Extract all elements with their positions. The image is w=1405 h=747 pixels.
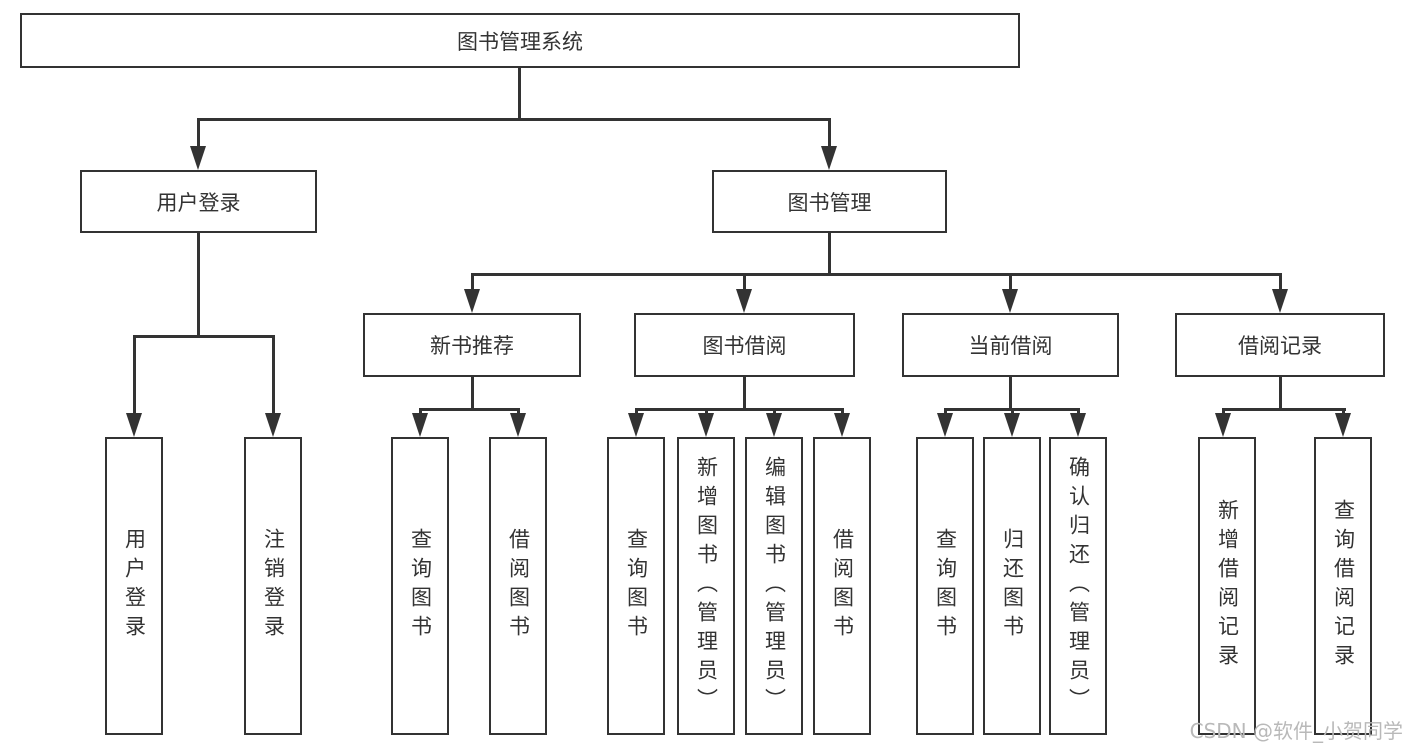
connector-user-login-vline: [197, 233, 200, 335]
leaf-add-borrow-record: 新增借阅记录: [1198, 437, 1256, 735]
arrow-down-icon: [510, 413, 526, 437]
leaf-current-query-books: 查询图书: [916, 437, 974, 735]
connector-current-borrow-vline: [1009, 377, 1012, 408]
connector-drop-borrow-record: [1279, 273, 1282, 293]
connector-drop: [1222, 408, 1225, 416]
node-root-label: 图书管理系统: [457, 29, 583, 54]
connector-drop: [635, 408, 638, 416]
node-borrowing-record: 借阅记录: [1175, 313, 1385, 377]
connector-drop-new-book: [471, 273, 474, 293]
node-user-login-label: 用户登录: [156, 190, 241, 215]
arrow-down-icon: [937, 413, 953, 437]
node-book-management: 图书管理: [712, 170, 947, 233]
arrow-down-icon: [1002, 289, 1018, 313]
connector-drop: [944, 408, 947, 416]
connector-drop-book-borrow: [743, 273, 746, 293]
node-user-login: 用户登录: [80, 170, 317, 233]
connector-drop: [419, 408, 422, 416]
node-root: 图书管理系统: [20, 13, 1020, 68]
leaf-confirm-return-admin-label: 确认归还（管理员）: [1066, 455, 1091, 717]
leaf-return-books-label: 归还图书: [1000, 528, 1025, 644]
arrow-down-icon: [698, 413, 714, 437]
node-book-borrowing: 图书借阅: [634, 313, 855, 377]
connector-user-login-hline: [133, 335, 275, 338]
leaf-add-books-admin: 新增图书（管理员）: [677, 437, 735, 735]
leaf-return-books: 归还图书: [983, 437, 1041, 735]
arrow-down-icon: [1070, 413, 1086, 437]
leaf-current-query-books-label: 查询图书: [933, 528, 958, 644]
leaf-recommend-borrow-books: 借阅图书: [489, 437, 547, 735]
node-new-book-recommend-label: 新书推荐: [430, 334, 514, 358]
leaf-recommend-borrow-books-label: 借阅图书: [506, 528, 531, 644]
leaf-query-borrow-record: 查询借阅记录: [1314, 437, 1372, 735]
leaf-edit-books-admin-label: 编辑图书（管理员）: [762, 455, 787, 717]
leaf-user-login-label: 用户登录: [122, 528, 147, 644]
node-current-borrowing: 当前借阅: [902, 313, 1119, 377]
leaf-query-borrow-record-label: 查询借阅记录: [1331, 499, 1356, 673]
leaf-recommend-query-books-label: 查询图书: [408, 528, 433, 644]
leaf-confirm-return-admin: 确认归还（管理员）: [1049, 437, 1107, 735]
connector-drop-book-mgmt: [828, 118, 831, 148]
arrow-down-icon: [1215, 413, 1231, 437]
connector-root-hline: [197, 118, 831, 121]
arrow-down-icon: [1335, 413, 1351, 437]
connector-drop-leaf-logout: [272, 335, 275, 415]
arrow-down-icon: [265, 413, 281, 437]
connector-drop: [1077, 408, 1080, 416]
arrow-down-icon: [190, 146, 206, 170]
connector-new-book-vline: [471, 377, 474, 408]
connector-drop: [773, 408, 776, 416]
connector-drop: [841, 408, 844, 416]
connector-drop-leaf-login: [133, 335, 136, 415]
node-new-book-recommend: 新书推荐: [363, 313, 581, 377]
leaf-borrowing-query-books-label: 查询图书: [624, 528, 649, 644]
arrow-down-icon: [766, 413, 782, 437]
node-current-borrowing-label: 当前借阅: [968, 334, 1053, 358]
arrow-down-icon: [412, 413, 428, 437]
connector-new-book-hline: [419, 408, 520, 411]
connector-book-mgmt-hline: [471, 273, 1282, 276]
leaf-add-books-admin-label: 新增图书（管理员）: [694, 455, 719, 717]
connector-borrow-record-vline: [1279, 377, 1282, 408]
connector-book-borrow-vline: [743, 377, 746, 408]
arrow-down-icon: [464, 289, 480, 313]
node-book-management-label: 图书管理: [787, 190, 872, 215]
arrow-down-icon: [736, 289, 752, 313]
leaf-logout: 注销登录: [244, 437, 302, 735]
leaf-borrowing-borrow-books-label: 借阅图书: [830, 528, 855, 644]
arrow-down-icon: [821, 146, 837, 170]
leaf-borrowing-query-books: 查询图书: [607, 437, 665, 735]
leaf-recommend-query-books: 查询图书: [391, 437, 449, 735]
connector-drop-user-login: [197, 118, 200, 148]
leaf-edit-books-admin: 编辑图书（管理员）: [745, 437, 803, 735]
connector-drop: [1342, 408, 1345, 416]
connector-drop: [1011, 408, 1014, 416]
arrow-down-icon: [1272, 289, 1288, 313]
leaf-add-borrow-record-label: 新增借阅记录: [1215, 499, 1240, 673]
connector-drop: [705, 408, 708, 416]
connector-root-vline: [518, 68, 521, 118]
arrow-down-icon: [628, 413, 644, 437]
connector-drop-current-borrow: [1009, 273, 1012, 293]
leaf-logout-label: 注销登录: [261, 528, 286, 644]
leaf-user-login: 用户登录: [105, 437, 163, 735]
arrow-down-icon: [834, 413, 850, 437]
connector-book-mgmt-vline: [828, 233, 831, 273]
node-borrowing-record-label: 借阅记录: [1238, 334, 1322, 358]
connector-drop: [517, 408, 520, 416]
csdn-watermark: CSDN @软件_小贺同学: [1189, 719, 1403, 743]
leaf-borrowing-borrow-books: 借阅图书: [813, 437, 871, 735]
connector-book-borrow-hline: [635, 408, 844, 411]
arrow-down-icon: [1004, 413, 1020, 437]
arrow-down-icon: [126, 413, 142, 437]
node-book-borrowing-label: 图书借阅: [702, 334, 787, 358]
connector-borrow-record-hline: [1222, 408, 1346, 411]
